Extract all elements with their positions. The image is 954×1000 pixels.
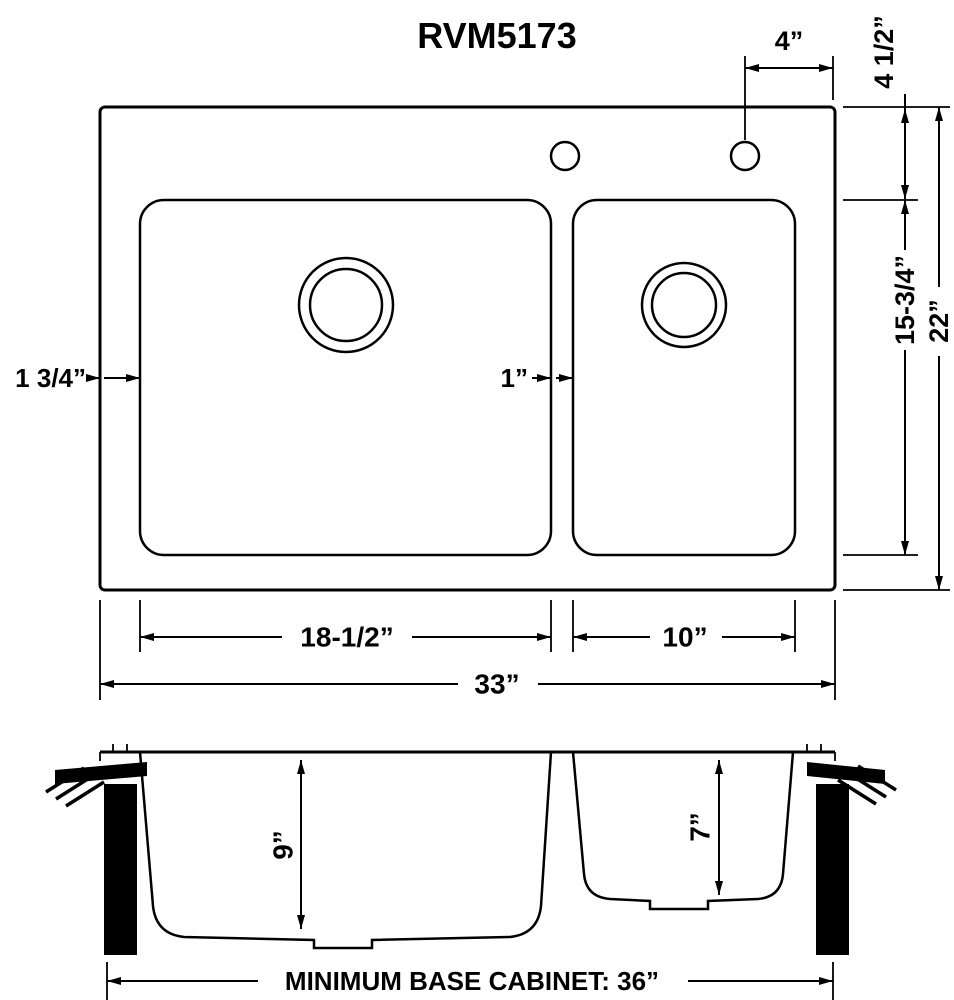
left-cabinet-wall [104, 784, 137, 955]
left-drain-inner [308, 267, 384, 343]
dim-label-22in: 22” [924, 299, 954, 343]
side-view: 9” 7” MINIMUM BASE CABINET: 36” [45, 744, 897, 1000]
right-clip-hardware [807, 762, 885, 784]
right-cabinet-wall [816, 784, 849, 955]
left-bowl-profile [138, 751, 553, 950]
right-drain-outer [640, 261, 728, 349]
dim-label-1-75in: 1 3/4” [15, 363, 86, 393]
left-clip-hatch [65, 780, 105, 808]
left-clip-hatch [45, 766, 85, 794]
right-clip-hatch [847, 771, 887, 799]
dim-label-9in: 9” [268, 830, 299, 860]
dim-label-4in: 4” [775, 26, 804, 56]
dim-label-15-75in: 15-3/4” [890, 255, 920, 345]
dim-label-33in: 33” [474, 669, 519, 700]
dim-label-base-cabinet: MINIMUM BASE CABINET: 36” [285, 966, 659, 996]
left-drain-outer [297, 256, 395, 354]
page-title: RVM5173 [417, 15, 576, 56]
dim-label-4-5in: 4 1/2” [869, 15, 899, 89]
top-view [98, 105, 837, 592]
dim-label-10in: 10” [662, 622, 707, 653]
faucet-hole-left [549, 140, 581, 172]
left-clip-hatch [55, 773, 95, 801]
dim-label-7in: 7” [685, 812, 716, 842]
sink-rim-outline [98, 105, 837, 592]
left-clip-hardware [55, 762, 147, 784]
dim-label-18-5in: 18-1/2” [300, 622, 393, 653]
right-bowl-profile [571, 751, 795, 911]
right-drain-inner [650, 271, 718, 339]
dim-label-1in: 1” [501, 363, 528, 393]
right-clip-hatch [857, 764, 897, 792]
top-view-dimensions: 4” 4 1/2” 15-3/4” 22” 1 3/4” 1” [15, 15, 954, 700]
faucet-hole-right [729, 140, 761, 172]
